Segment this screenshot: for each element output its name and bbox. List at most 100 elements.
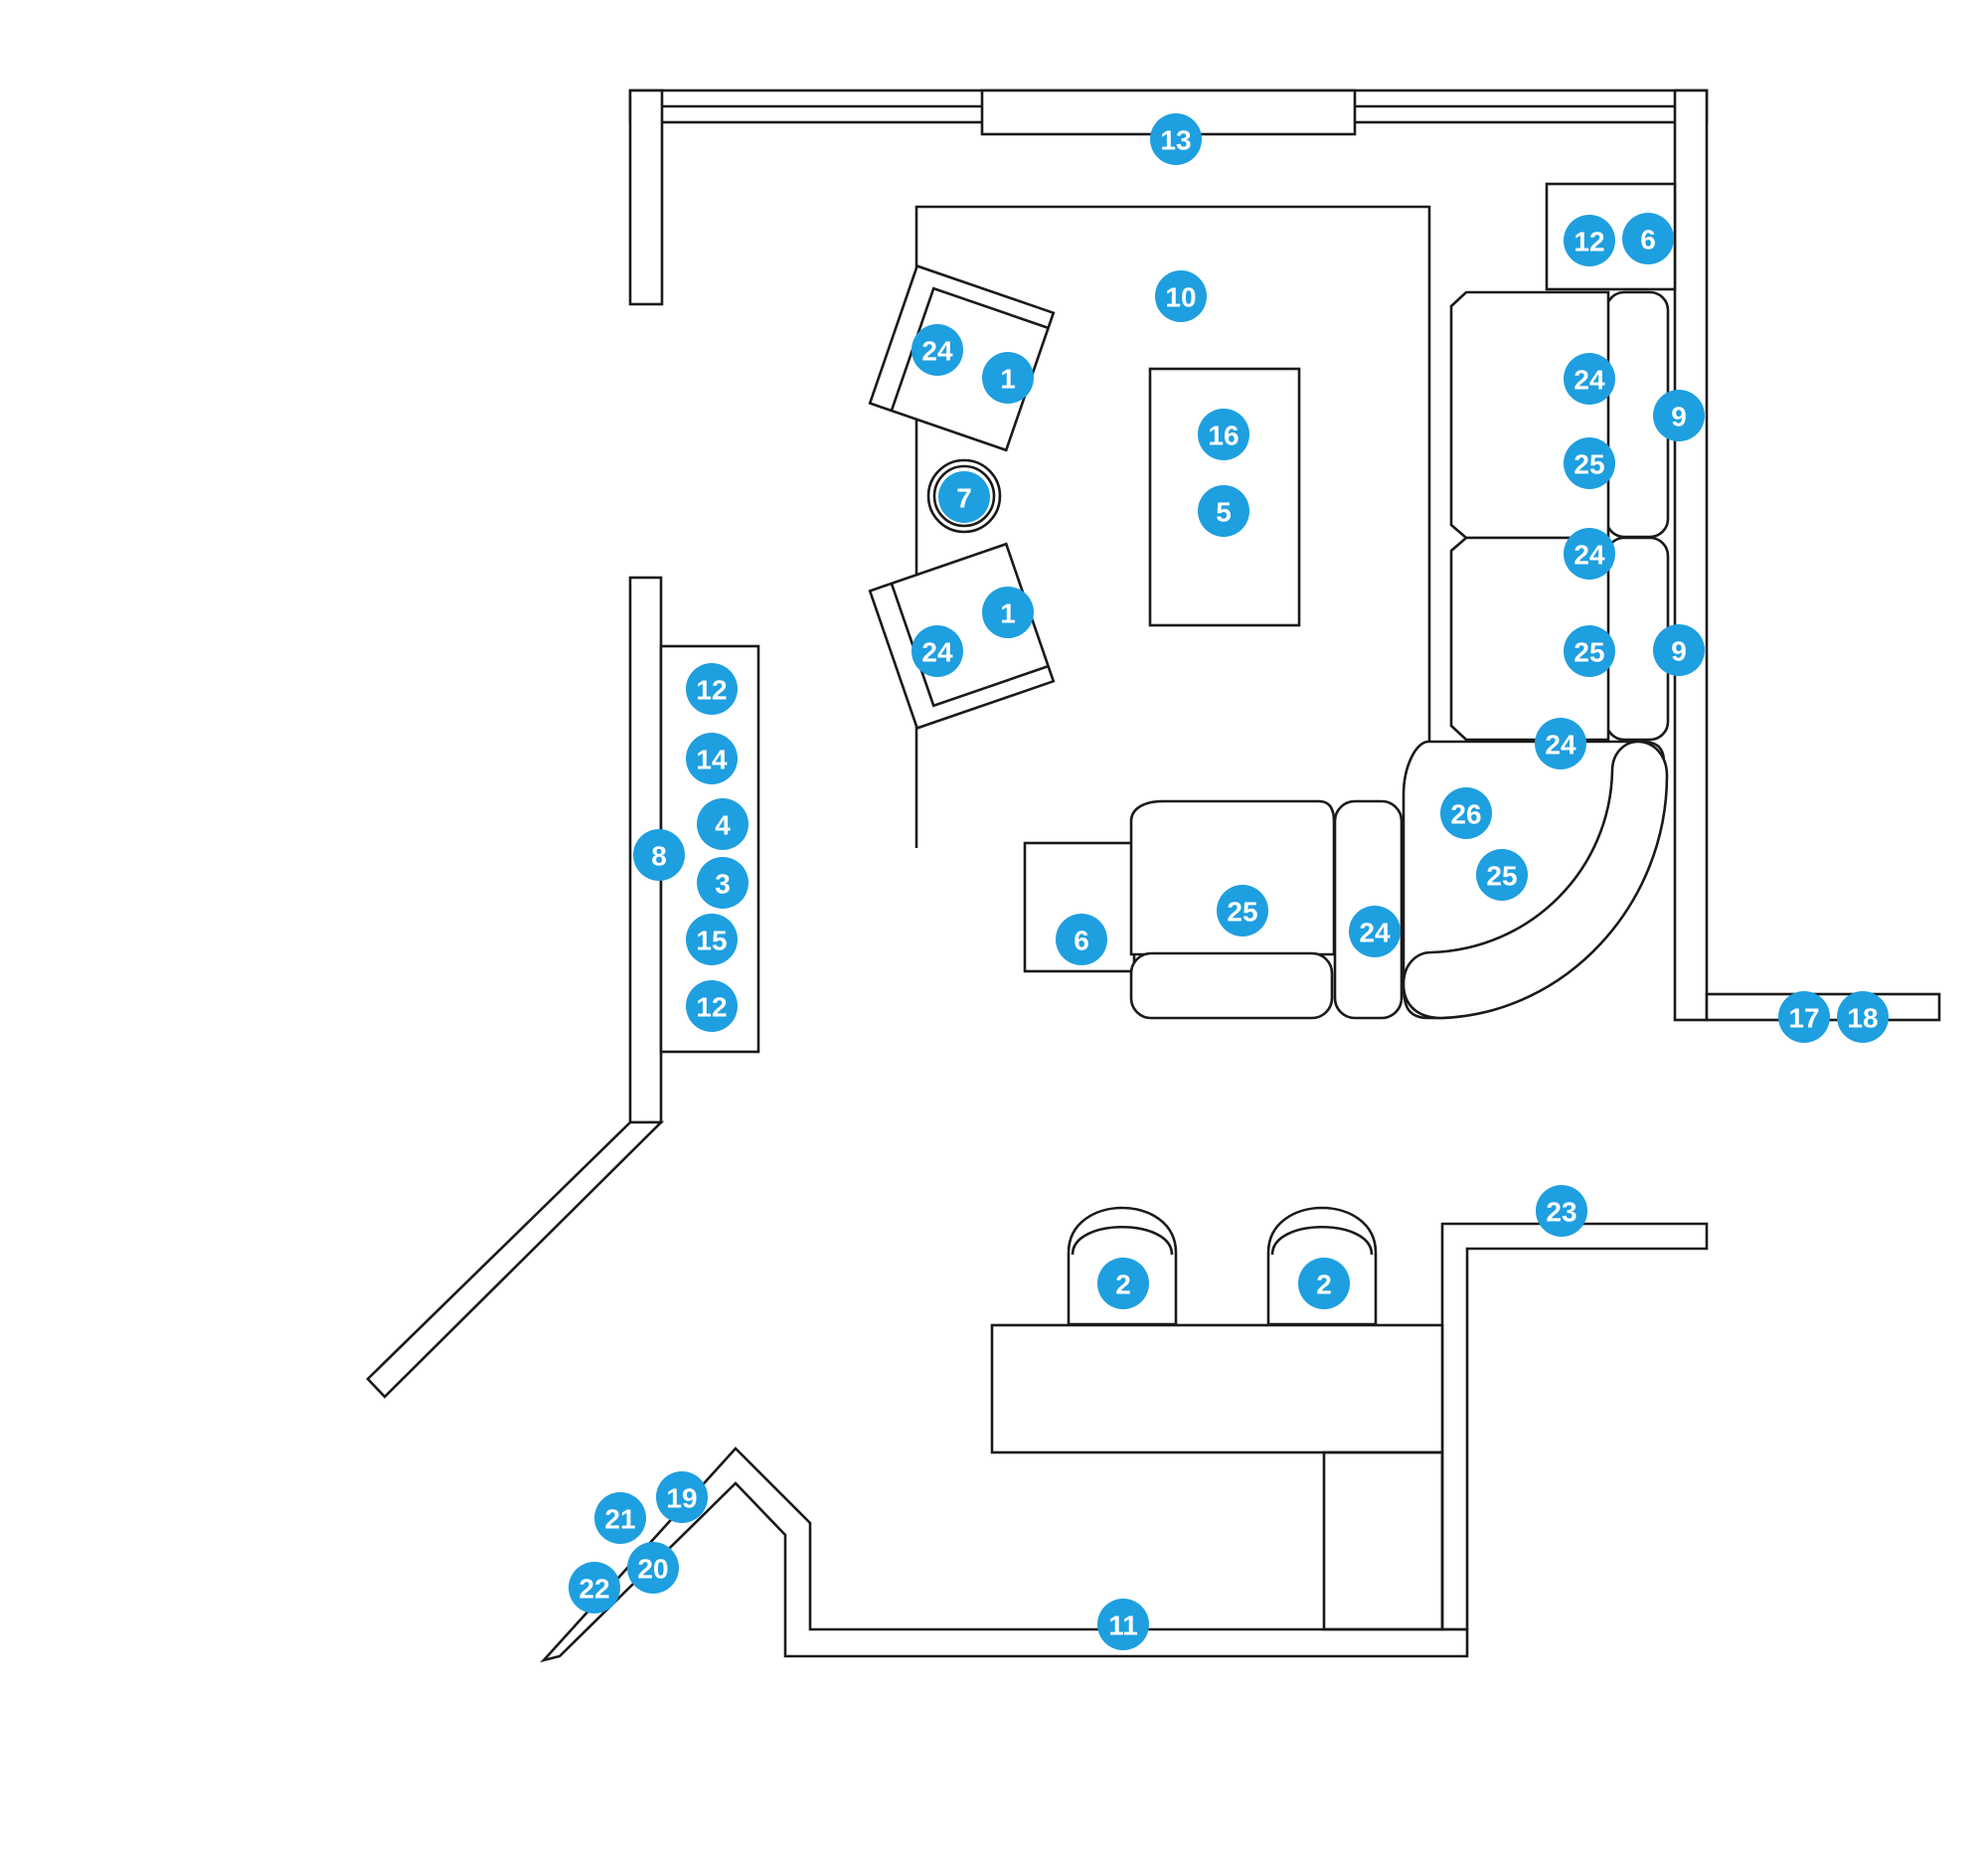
marker-circle xyxy=(1837,991,1889,1043)
marker-m34: 2 xyxy=(1097,1258,1149,1309)
marker-circle xyxy=(686,733,738,784)
marker-circle xyxy=(569,1562,620,1613)
marker-label: 24 xyxy=(1574,540,1605,571)
marker-m27: 25 xyxy=(1476,849,1528,901)
marker-circle xyxy=(911,625,963,677)
marker-circle xyxy=(1653,390,1705,441)
marker-circle xyxy=(1097,1599,1149,1650)
marker-label: 12 xyxy=(696,675,727,706)
marker-circle xyxy=(982,587,1034,638)
marker-m39: 22 xyxy=(569,1562,620,1613)
marker-circle xyxy=(656,1471,708,1523)
marker-label: 24 xyxy=(921,336,953,367)
marker-m15: 25 xyxy=(1564,625,1615,677)
marker-m20: 4 xyxy=(697,798,748,850)
marker-label: 14 xyxy=(696,745,728,775)
marker-circle xyxy=(697,798,748,850)
marker-circle xyxy=(982,352,1034,404)
marker-label: 19 xyxy=(666,1483,697,1514)
marker-circle xyxy=(1440,787,1492,839)
marker-label: 4 xyxy=(715,810,731,841)
marker-m33: 23 xyxy=(1536,1185,1587,1237)
armchair-bottom xyxy=(868,542,1056,731)
marker-m23: 15 xyxy=(686,914,738,965)
marker-label: 25 xyxy=(1574,637,1604,668)
marker-circle xyxy=(911,324,963,376)
marker-m04: 10 xyxy=(1155,270,1207,322)
marker-m18: 12 xyxy=(686,663,738,715)
walls xyxy=(366,88,1941,1663)
marker-circle xyxy=(1056,914,1107,965)
marker-label: 9 xyxy=(1671,636,1687,667)
marker-m07: 16 xyxy=(1198,409,1249,460)
marker-label: 24 xyxy=(1359,918,1391,948)
marker-circle xyxy=(1778,991,1830,1043)
marker-m37: 21 xyxy=(594,1492,646,1544)
marker-label: 25 xyxy=(1227,897,1257,928)
marker-circle xyxy=(1298,1258,1350,1309)
kitchen-cabinet xyxy=(1322,1450,1444,1631)
marker-circle xyxy=(1653,624,1705,676)
marker-circle xyxy=(1217,885,1268,936)
marker-circle xyxy=(1097,1258,1149,1309)
marker-label: 3 xyxy=(715,869,731,900)
marker-m40: 11 xyxy=(1097,1599,1149,1650)
marker-m17: 24 xyxy=(911,625,963,677)
marker-m02: 12 xyxy=(1564,215,1615,266)
marker-label: 1 xyxy=(1000,364,1016,395)
marker-circle xyxy=(686,980,738,1032)
marker-circle xyxy=(1564,437,1615,489)
marker-m25: 24 xyxy=(1535,718,1586,769)
marker-m01: 13 xyxy=(1150,113,1202,165)
marker-m31: 17 xyxy=(1778,991,1830,1043)
marker-m28: 25 xyxy=(1217,885,1268,936)
round-side-table-inner xyxy=(932,464,996,528)
upper-left-wall xyxy=(628,88,664,306)
marker-m06: 1 xyxy=(982,352,1034,404)
marker-m29: 6 xyxy=(1056,914,1107,965)
marker-m30: 24 xyxy=(1349,906,1401,957)
marker-label: 24 xyxy=(1574,365,1605,396)
bottom-wall xyxy=(540,1446,1469,1663)
marker-m32: 18 xyxy=(1837,991,1889,1043)
marker-m14: 1 xyxy=(982,587,1034,638)
kitchen-right-wall xyxy=(1440,1222,1709,1631)
marker-circle xyxy=(1564,215,1615,266)
marker-circle xyxy=(1564,353,1615,405)
marker-label: 6 xyxy=(1074,926,1089,956)
marker-label: 10 xyxy=(1165,282,1196,313)
marker-circle xyxy=(1198,485,1249,537)
marker-label: 16 xyxy=(1208,421,1239,451)
marker-label: 2 xyxy=(1316,1270,1332,1300)
furniture xyxy=(659,182,1677,1631)
sofa-right-seat-upper xyxy=(1449,290,1610,540)
right-wall xyxy=(1673,88,1709,1022)
marker-label: 12 xyxy=(696,992,727,1023)
marker-label: 21 xyxy=(604,1504,635,1535)
marker-label: 26 xyxy=(1450,799,1481,830)
marker-circle xyxy=(594,1492,646,1544)
sofa-corner-arm xyxy=(1402,740,1669,1020)
marker-circle xyxy=(697,857,748,909)
area-rug xyxy=(914,205,1431,848)
marker-circle xyxy=(1476,849,1528,901)
marker-m35: 2 xyxy=(1298,1258,1350,1309)
marker-m16: 9 xyxy=(1653,624,1705,676)
marker-label: 13 xyxy=(1160,125,1191,156)
marker-circle xyxy=(633,829,685,881)
marker-m11: 7 xyxy=(938,471,990,523)
marker-m05: 24 xyxy=(911,324,963,376)
marker-circle xyxy=(1198,409,1249,460)
marker-m21: 8 xyxy=(633,829,685,881)
marker-label: 9 xyxy=(1671,402,1687,432)
marker-m24: 12 xyxy=(686,980,738,1032)
marker-label: 20 xyxy=(637,1554,668,1585)
marker-label: 2 xyxy=(1115,1270,1131,1300)
marker-m36: 19 xyxy=(656,1471,708,1523)
marker-circle xyxy=(1150,113,1202,165)
marker-label: 17 xyxy=(1788,1003,1819,1034)
marker-circle xyxy=(1564,528,1615,580)
marker-circle xyxy=(1349,906,1401,957)
marker-circle xyxy=(1155,270,1207,322)
marker-m09: 9 xyxy=(1653,390,1705,441)
